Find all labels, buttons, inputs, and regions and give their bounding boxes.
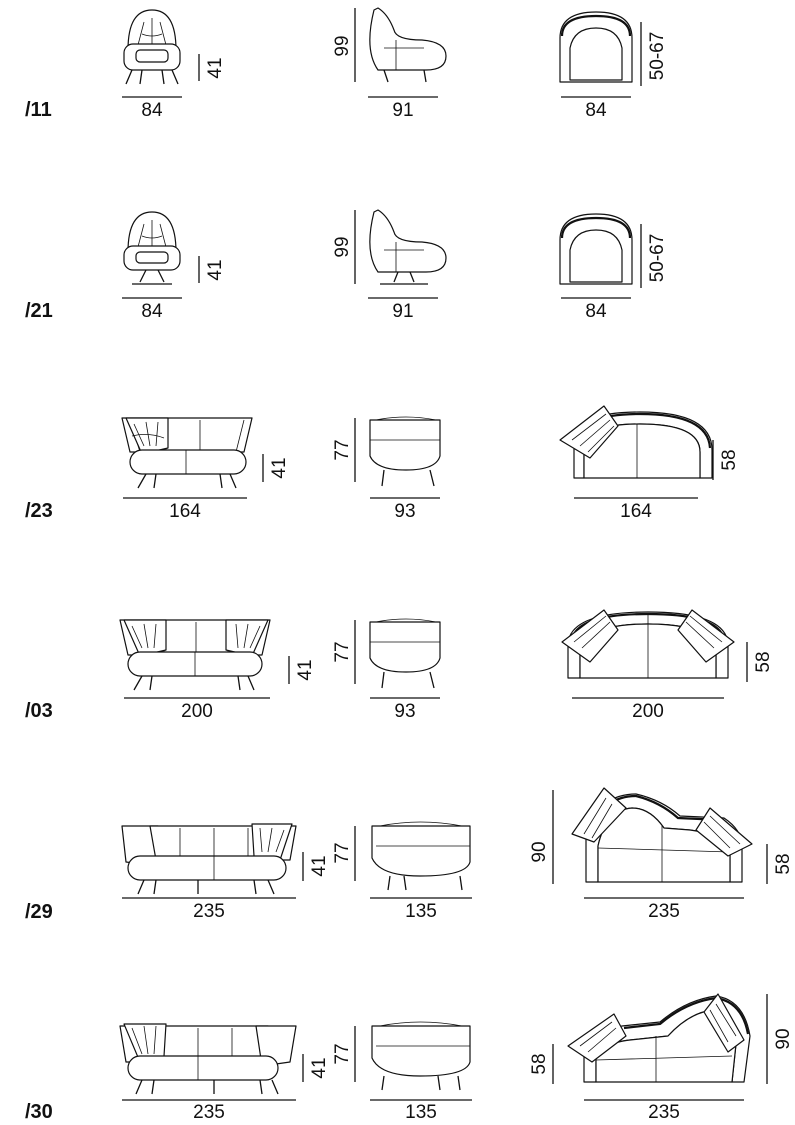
seat-height-label: 41 (269, 457, 290, 478)
width-label: 164 (169, 501, 201, 522)
max-depth-label: 90 (529, 841, 550, 862)
width-label: 235 (193, 1102, 225, 1123)
overall-height-label: 77 (332, 842, 353, 863)
width-label: 84 (585, 100, 607, 121)
overall-height-label: 77 (332, 641, 353, 662)
width-label: 84 (141, 301, 163, 322)
seat-depth-label: 50-67 (647, 234, 668, 283)
model-row-23: /23 41 164 77 93 (25, 405, 740, 522)
top-view-sofa (561, 609, 735, 679)
model-code: /30 (25, 1101, 53, 1123)
seat-height-label: 41 (205, 259, 226, 280)
model-code: /23 (25, 500, 53, 522)
model-row-11: /11 41 84 99 91 50-67 84 (25, 7, 668, 121)
width-label: 164 (620, 501, 652, 522)
width-label: 84 (585, 301, 607, 322)
width-label: 200 (181, 701, 213, 722)
depth-label: 93 (394, 701, 415, 722)
model-code: /03 (25, 700, 53, 722)
model-row-21: /21 41 84 99 91 50-67 84 (25, 209, 668, 322)
top-view-corner-sofa (571, 787, 753, 883)
seat-height-label: 41 (309, 1057, 330, 1078)
model-code: /21 (25, 300, 53, 322)
overall-height-label: 99 (332, 35, 353, 56)
front-view-sofa (121, 417, 253, 489)
depth-label: 135 (405, 901, 437, 922)
side-view-armchair (369, 7, 447, 83)
top-view-sofa (559, 405, 713, 479)
side-view-corner-sofa (371, 821, 471, 891)
top-view-corner-sofa (567, 993, 751, 1083)
side-view-swivel-armchair (369, 209, 447, 285)
overall-height-label: 77 (332, 1043, 353, 1064)
depth-label: 135 (405, 1102, 437, 1123)
model-code: /11 (25, 99, 52, 121)
width-label: 84 (141, 100, 163, 121)
seat-depth-label: 58 (753, 651, 774, 672)
model-row-29: /29 41 235 77 135 (25, 787, 794, 923)
width-label: 235 (648, 1102, 680, 1123)
seat-depth-label: 58 (529, 1053, 550, 1074)
overall-height-label: 99 (332, 236, 353, 257)
top-view-swivel-armchair (559, 213, 633, 285)
seat-height-label: 41 (309, 855, 330, 876)
side-view-sofa (369, 618, 441, 689)
seat-depth-label: 58 (773, 853, 794, 874)
depth-label: 91 (392, 301, 413, 322)
seat-depth-label: 58 (719, 449, 740, 470)
seat-depth-label: 50-67 (647, 32, 668, 81)
depth-label: 91 (392, 100, 413, 121)
width-label: 235 (648, 901, 680, 922)
overall-height-label: 77 (332, 439, 353, 460)
front-view-corner-sofa (121, 823, 297, 895)
front-view-corner-sofa (119, 1023, 297, 1095)
front-view-sofa (119, 619, 271, 691)
width-label: 235 (193, 901, 225, 922)
front-view-swivel-armchair (123, 211, 181, 285)
depth-label: 93 (394, 501, 415, 522)
seat-height-label: 41 (205, 57, 226, 78)
model-row-03: /03 41 200 77 93 (25, 609, 774, 722)
top-view-armchair (559, 11, 633, 83)
side-view-sofa (369, 416, 441, 487)
side-view-corner-sofa (371, 1021, 471, 1091)
max-depth-label: 90 (773, 1028, 794, 1049)
width-label: 200 (632, 701, 664, 722)
model-row-30: /30 41 235 77 135 (25, 993, 794, 1123)
model-code: /29 (25, 901, 53, 923)
front-view-armchair (123, 9, 181, 85)
seat-height-label: 41 (295, 659, 316, 680)
